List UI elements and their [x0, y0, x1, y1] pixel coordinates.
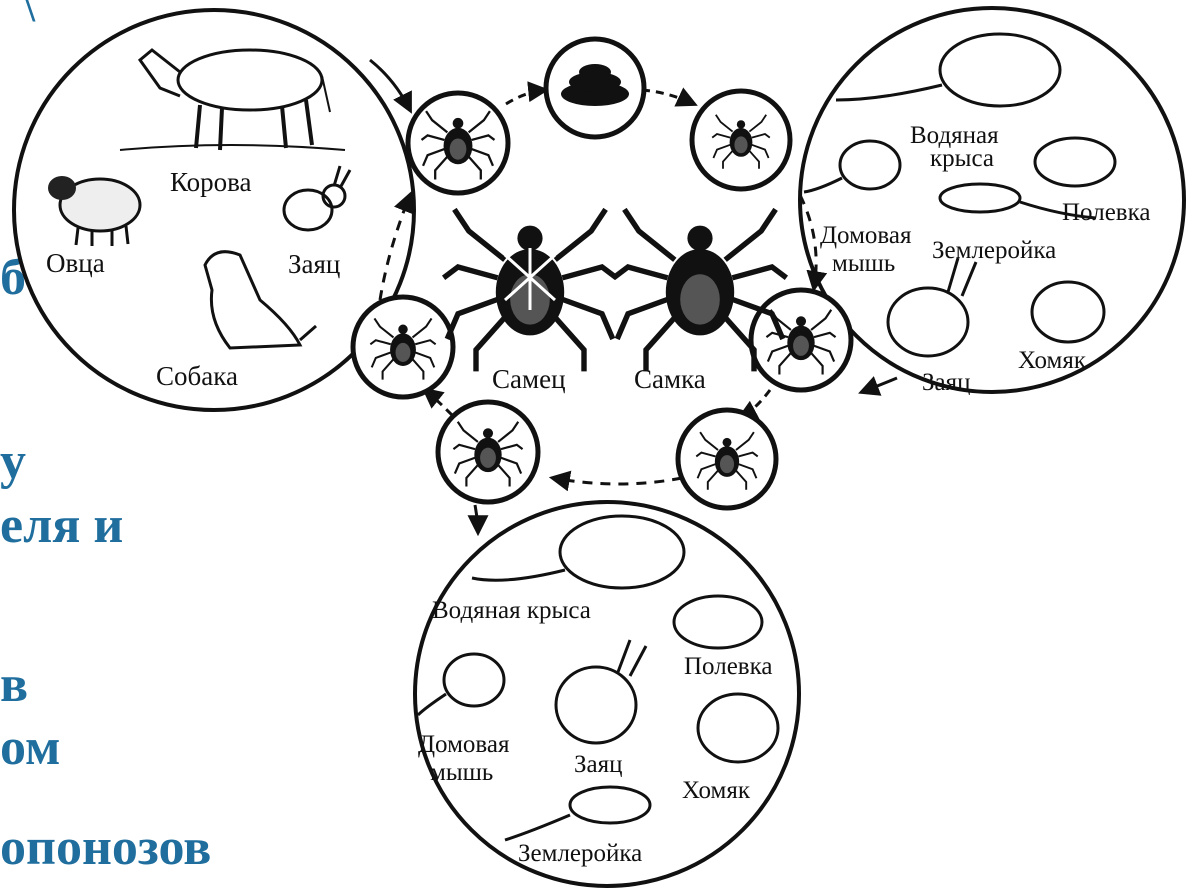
rat-icon	[471, 514, 686, 590]
label-male: Самец	[492, 364, 566, 394]
vole-icon	[672, 594, 764, 650]
label-house-mouse-bottom-2: мышь	[430, 759, 493, 786]
shrew-icon	[938, 182, 1097, 220]
slide-text-line-4: в	[0, 656, 29, 713]
label-house-mouse-1: Домовая	[820, 222, 912, 249]
rabbit-icon	[886, 257, 978, 358]
small-hosts-bottom-circle: Водяная крыса Полевка Домовая мышь Заяц …	[413, 500, 801, 888]
stage-eggs	[543, 36, 647, 140]
label-house-mouse-2: мышь	[832, 250, 895, 277]
dog-icon	[203, 250, 317, 350]
hamster-icon	[696, 692, 780, 764]
label-vole-bottom: Полевка	[684, 653, 772, 680]
label-water-rat-2: крыса	[930, 145, 994, 172]
rat-icon	[835, 32, 1062, 108]
hamster-icon	[1030, 280, 1106, 344]
stage-larva	[689, 88, 793, 192]
male-tick-icon	[444, 209, 617, 371]
slide-text-line-5: ом	[0, 719, 61, 776]
label-hare-large: Заяц	[288, 249, 340, 279]
label-sheep: Овца	[46, 248, 105, 278]
slide-text-corner: \	[24, 0, 36, 30]
stage-engorged-bottom	[435, 399, 541, 505]
label-cow: Корова	[170, 167, 252, 197]
label-house-mouse-bottom-1: Домовая	[418, 731, 510, 758]
mouse-icon	[803, 139, 902, 194]
label-vole-right: Полевка	[1062, 199, 1150, 226]
label-hamster-bottom: Хомяк	[682, 777, 751, 804]
label-water-rat-1: Водяная	[910, 122, 999, 149]
label-water-rat-bottom: Водяная крыса	[432, 597, 591, 624]
label-hare-bottom: Заяц	[574, 751, 623, 778]
label-dog: Собака	[156, 361, 238, 391]
small-hosts-right-circle: Водяная крыса Полевка Домовая мышь Земле…	[798, 6, 1186, 396]
stage-engorged-top-left	[405, 90, 511, 196]
label-hare-right: Заяц	[922, 369, 971, 396]
stage-nymph-right	[675, 407, 779, 511]
label-hamster-right: Хомяк	[1018, 347, 1087, 374]
slide-text-line-6: опонозов	[0, 819, 212, 876]
large-hosts-circle: Корова Овца Заяц Собака	[12, 8, 416, 412]
cow-icon	[119, 48, 346, 151]
mouse-icon	[416, 652, 506, 717]
eggs-icon	[561, 64, 629, 106]
label-shrew-bottom: Землеройка	[518, 840, 642, 867]
vole-icon	[1033, 136, 1117, 188]
label-female: Самка	[634, 364, 706, 394]
slide-text-line-2: у	[0, 433, 26, 490]
stage-engorged-right	[748, 287, 854, 393]
slide-text-line-3: еля и	[0, 497, 124, 554]
stage-nymph-left	[350, 294, 456, 400]
sheep-icon	[48, 176, 142, 246]
rabbit-icon	[282, 165, 352, 232]
rabbit-icon	[554, 639, 648, 745]
shrew-icon	[504, 785, 652, 842]
label-shrew-right: Землеройка	[932, 237, 1056, 264]
